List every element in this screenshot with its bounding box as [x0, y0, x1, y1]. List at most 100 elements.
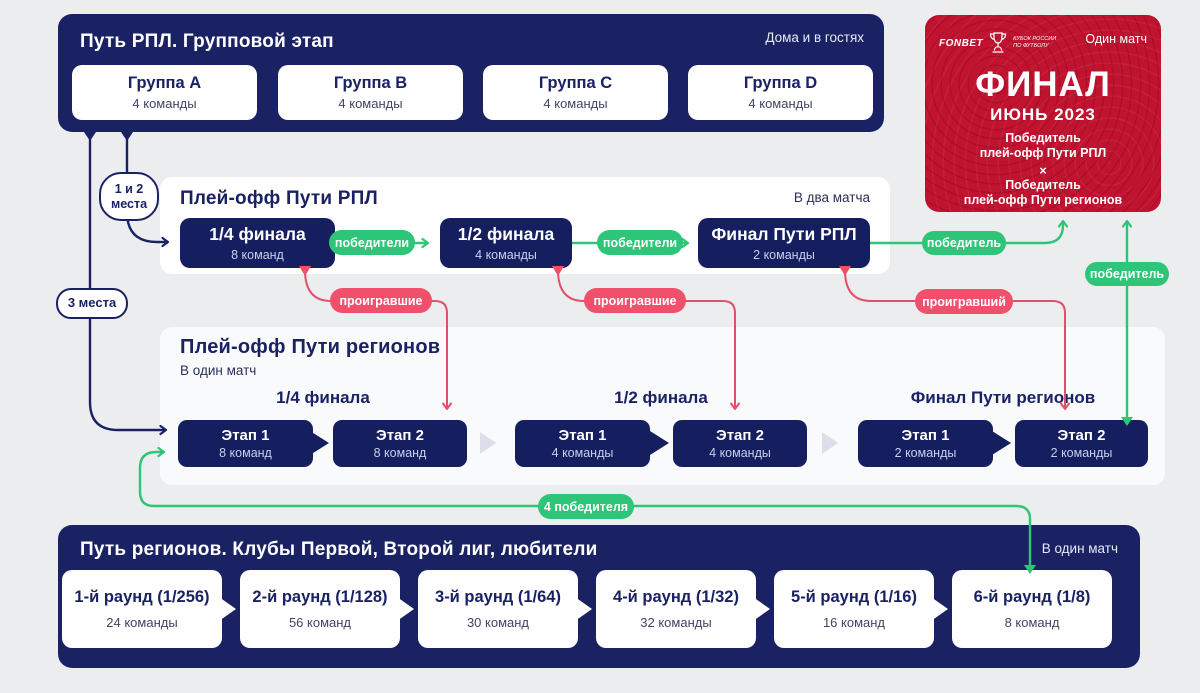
rpl-group-panel-note: Дома и в гостях [765, 30, 864, 45]
group-teams: 4 команды [338, 96, 403, 111]
round-title: 4-й раунд (1/32) [613, 588, 739, 606]
regions-final-stage2-box: Этап 2 2 команды [1015, 420, 1148, 467]
regions-path-note: В один матч [1041, 541, 1118, 556]
stage-teams: 4 команды [709, 446, 771, 460]
stage-arrow-icon [310, 431, 329, 455]
final-panel: FONBET Кубок России по футболу Один матч… [925, 15, 1161, 212]
round-teams: 8 команд [1004, 615, 1060, 630]
stage-title: Этап 1 [558, 427, 607, 444]
competition-line2: по футболу [1013, 43, 1049, 49]
stage-teams: 2 команды [1050, 446, 1113, 460]
stage-teams: 4 команды [475, 248, 537, 262]
round-card-3: 3-й раунд (1/64) 30 команд [418, 570, 578, 648]
group-name: Группа B [333, 74, 408, 92]
winners-pill: победители [597, 230, 683, 255]
sponsor-name: FONBET [939, 37, 984, 49]
round-title: 3-й раунд (1/64) [435, 588, 561, 606]
rpl-semifinal-box: 1/2 финала 4 команды [440, 218, 572, 268]
stage-title: 1/4 финала [209, 224, 306, 244]
final-subtitle: ИЮНЬ 2023 [990, 105, 1096, 124]
round-title: 5-й раунд (1/16) [791, 588, 917, 606]
final-participant1-detail: плей-офф Пути РПЛ [979, 146, 1107, 160]
winner-pill: победитель [1085, 262, 1169, 286]
section-header-quarterfinal: 1/4 финала [276, 388, 370, 407]
final-participant2: Победитель [1005, 178, 1081, 192]
round-title: 6-й раунд (1/8) [973, 588, 1091, 606]
round-title: 1-й раунд (1/256) [74, 588, 210, 606]
places-3-badge: 3 места [56, 288, 128, 319]
regions-sf-stage2-box: Этап 2 4 команды [673, 420, 807, 467]
round-card-2: 2-й раунд (1/128) 56 команд [240, 570, 400, 648]
stage-arrow-icon [650, 431, 669, 455]
section-separator-icon [480, 432, 496, 454]
badge-line: места [110, 196, 148, 211]
stage-teams: 4 команды [551, 446, 614, 460]
regions-playoff-title: Плей-офф Пути регионов [180, 336, 441, 358]
round-card-5: 5-й раунд (1/16) 16 команд [774, 570, 934, 648]
group-card-a: Группа A 4 команды [72, 65, 257, 120]
stage-title: 1/2 финала [457, 224, 555, 244]
round-teams: 30 команд [466, 615, 530, 630]
group-name: Группа C [538, 74, 613, 92]
competition-line1: Кубок России [1013, 35, 1057, 42]
rpl-quarterfinal-box: 1/4 финала 8 команд [180, 218, 335, 268]
stage-teams: 8 команд [231, 248, 284, 262]
round-arrow-icon [753, 597, 770, 621]
stage-teams: 2 команды [753, 248, 815, 262]
group-name: Группа D [743, 74, 818, 92]
final-participant1: Победитель [1005, 131, 1081, 145]
stage-title: Этап 2 [1057, 427, 1106, 444]
losers-pill: проигравшие [584, 288, 686, 313]
group-teams: 4 команды [543, 96, 608, 111]
badge-line: 3 места [67, 295, 117, 311]
trophy-icon [990, 32, 1007, 53]
four-winners-pill: 4 победителя [538, 494, 634, 519]
round-arrow-icon [575, 597, 592, 621]
regions-sf-stage1-box: Этап 1 4 команды [515, 420, 650, 467]
group-name: Группа A [127, 74, 202, 92]
final-panel-note: Один матч [1085, 32, 1147, 46]
section-header-semifinal: 1/2 финала [614, 388, 708, 407]
competition-caption: Кубок России по футболу [1013, 36, 1056, 50]
section-header-regions-final: Финал Пути регионов [910, 388, 1096, 407]
stage-title: Этап 2 [716, 427, 764, 444]
places-1-2-badge: 1 и 2 места [99, 172, 159, 221]
regions-qf-stage2-box: Этап 2 8 команд [333, 420, 467, 467]
group-card-b: Группа B 4 команды [278, 65, 463, 120]
stage-arrow-icon [992, 431, 1011, 455]
regions-final-stage1-box: Этап 1 2 команды [858, 420, 993, 467]
badge-line: 1 и 2 [114, 182, 144, 197]
section-separator-icon [822, 432, 838, 454]
versus-mark: × [1039, 164, 1047, 178]
stage-title: Этап 1 [221, 427, 270, 444]
round-title: 2-й раунд (1/128) [252, 588, 388, 606]
final-participant2-detail: плей-офф Пути регионов [963, 193, 1123, 207]
rpl-group-panel-title: Путь РПЛ. Групповой этап [80, 31, 334, 52]
loser-pill: проигравший [915, 289, 1013, 314]
rpl-playoff-title: Плей-офф Пути РПЛ [180, 188, 378, 209]
round-arrow-icon [931, 597, 948, 621]
winners-pill: победители [329, 230, 415, 255]
rpl-playoff-note: В два матча [793, 190, 870, 205]
sponsor-logo: FONBET Кубок России по футболу [939, 31, 1056, 55]
stage-teams: 8 команд [373, 446, 427, 460]
stage-teams: 8 команд [219, 446, 272, 460]
round-arrow-icon [397, 597, 414, 621]
group-card-c: Группа C 4 команды [483, 65, 668, 120]
group-card-d: Группа D 4 команды [688, 65, 873, 120]
final-title: ФИНАЛ [975, 65, 1111, 104]
regions-qf-stage1-box: Этап 1 8 команд [178, 420, 313, 467]
winner-pill: победитель [922, 231, 1006, 255]
group-teams: 4 команды [748, 96, 813, 111]
regions-playoff-note: В один матч [180, 363, 257, 378]
round-card-4: 4-й раунд (1/32) 32 команды [596, 570, 756, 648]
stage-teams: 2 команды [894, 446, 957, 460]
stage-title: Этап 1 [901, 427, 950, 444]
stage-title: Финал Пути РПЛ [711, 224, 857, 244]
round-teams: 56 команд [288, 615, 352, 630]
round-teams: 32 команды [640, 615, 712, 630]
round-card-6: 6-й раунд (1/8) 8 команд [952, 570, 1112, 648]
round-card-1: 1-й раунд (1/256) 24 команды [62, 570, 222, 648]
round-teams: 24 команды [106, 615, 178, 630]
